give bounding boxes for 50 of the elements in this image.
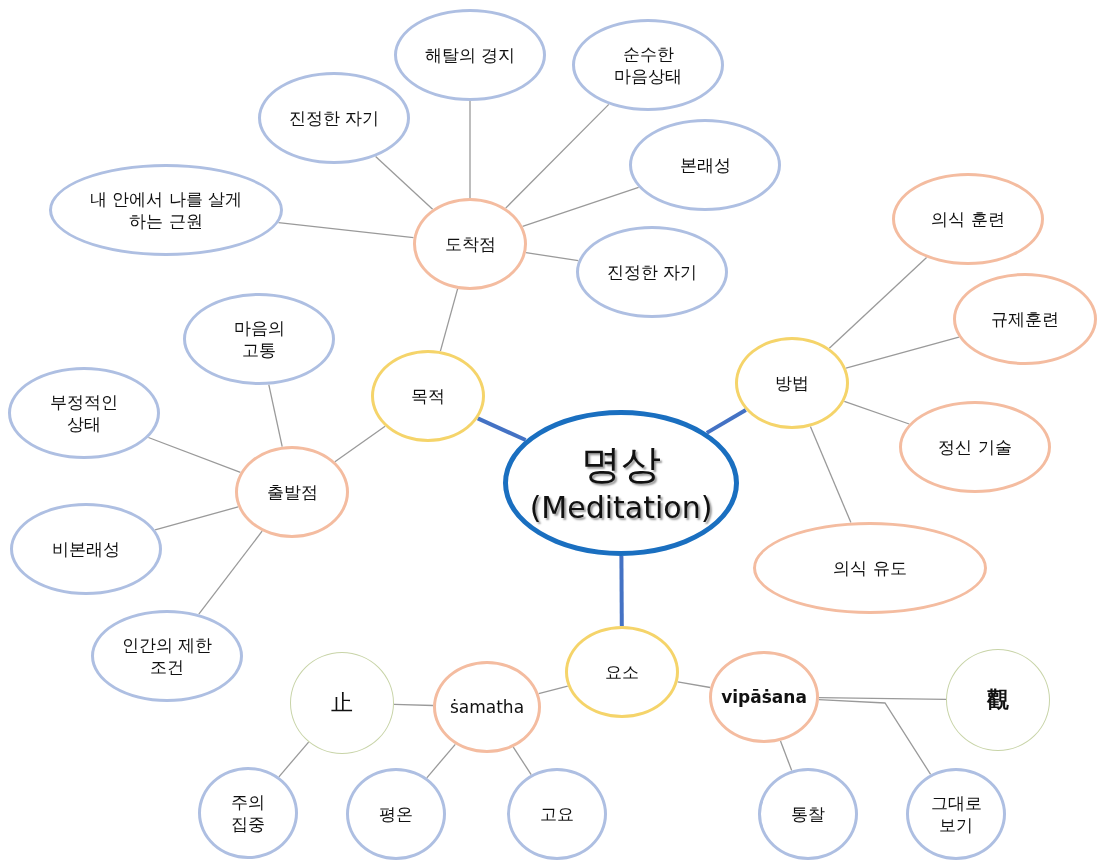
node-label: 규제훈련 (991, 307, 1059, 331)
connector-line (476, 416, 527, 442)
node-label: 마음의 고통 (232, 316, 286, 362)
connector-line (828, 256, 928, 349)
connector-line (426, 743, 456, 779)
node-label: 주의 집중 (230, 790, 266, 836)
connector-line (619, 556, 624, 626)
node-label: 평온 (379, 802, 413, 826)
connector-line (512, 746, 532, 776)
node-label: 목적 (411, 384, 445, 408)
connector-line (705, 408, 747, 435)
node-label: 고요 (540, 802, 574, 826)
connector-line (809, 425, 852, 524)
node-label: 의식 훈련 (931, 207, 1005, 231)
node-label: 비본래성 (52, 537, 120, 561)
connector-line (818, 697, 947, 700)
node-label: ṡamatha (449, 695, 525, 719)
node-label: 출발점 (266, 480, 318, 504)
connector-line (505, 103, 610, 209)
node-label: 순수한 마음상태 (613, 42, 683, 88)
connector-line (469, 100, 471, 199)
connector-line (393, 703, 434, 707)
node-label: 그대로 보기 (929, 791, 983, 837)
node-label: vipāṡana (721, 685, 807, 709)
node-label: 부정적인 상태 (49, 390, 119, 436)
connector-line (278, 741, 310, 778)
node-label: 요소 (605, 660, 639, 684)
connector-line (779, 740, 793, 772)
node-label: 내 안에서 나를 살게 하는 근원 (88, 187, 244, 233)
node-label: 의식 유도 (833, 556, 907, 580)
connector-line (334, 425, 386, 463)
connector-line (525, 251, 579, 262)
node-label: 본래성 (679, 153, 731, 177)
node-label: 도착점 (444, 232, 496, 256)
node-label: 통찰 (791, 802, 825, 826)
connector-line (439, 288, 459, 352)
connector-line (677, 681, 711, 689)
node-label: (Meditation) (529, 489, 713, 527)
node-label: 해탈의 경지 (424, 43, 516, 67)
node-label: 止 (331, 688, 353, 717)
node-label: 방법 (775, 371, 809, 395)
node-label: 진정한 자기 (606, 260, 698, 284)
node-label: 진정한 자기 (288, 106, 380, 130)
connector-line (538, 685, 569, 695)
node-label: 인간의 제한 조건 (120, 633, 214, 679)
connector-line (268, 383, 283, 448)
node-label: 정신 기술 (938, 435, 1012, 459)
node-label: 觀 (987, 685, 1009, 714)
connector-line (374, 155, 434, 210)
central-title: 명상 (581, 440, 661, 490)
